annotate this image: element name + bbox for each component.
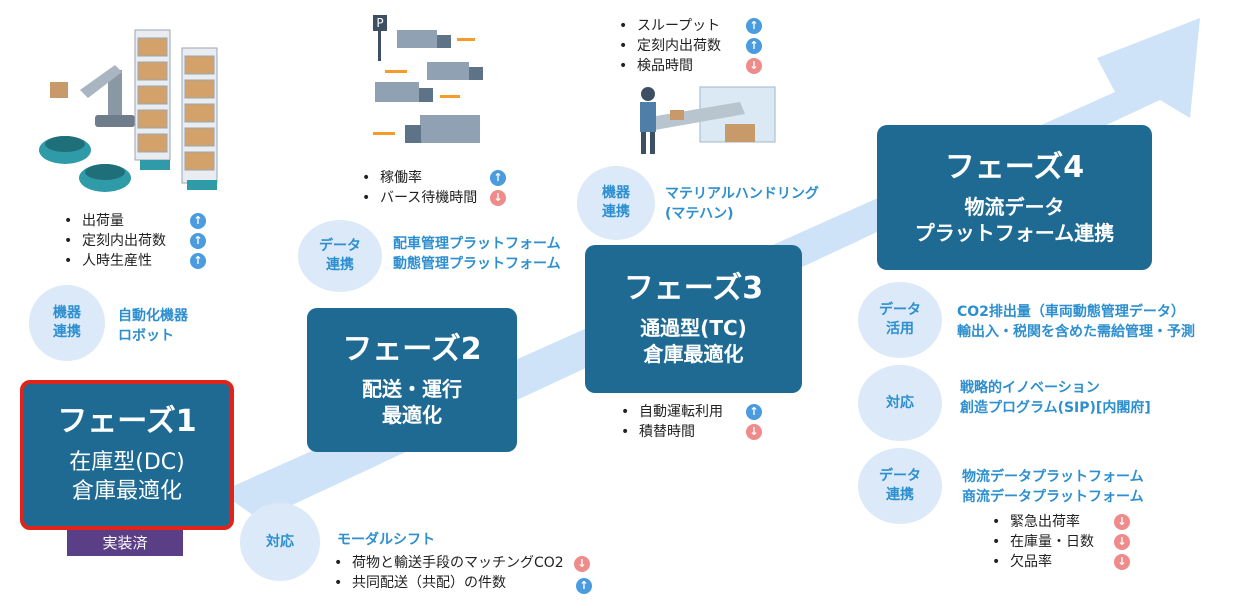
modal-shift-label: モーダルシフト bbox=[337, 532, 435, 548]
material-handling-label: マテリアルハンドリング (マテハン) bbox=[665, 186, 819, 222]
up-arrow-icon: ↑ bbox=[746, 38, 762, 54]
phase-2-title: フェーズ2 bbox=[342, 332, 482, 367]
up-arrow-icon: ↑ bbox=[190, 213, 206, 229]
metric-item: 緊急出荷率 bbox=[988, 512, 1094, 532]
up-arrow-icon: ↑ bbox=[490, 170, 506, 186]
automation-robot-label: 自動化機器 ロボット bbox=[118, 308, 188, 344]
metric-item: 人時生産性 bbox=[60, 251, 166, 271]
phase-2-metrics: 稼働率 バース待機時間 bbox=[358, 168, 477, 208]
metric-item: 欠品率 bbox=[988, 552, 1094, 572]
truck-dispatch-illustration: P bbox=[373, 15, 483, 143]
up-arrow-icon: ↑ bbox=[576, 578, 592, 594]
phase-3-bottom-metrics: 自動運転利用 積替時間 bbox=[617, 402, 723, 442]
phase-2-subtitle: 配送・運行 最適化 bbox=[362, 377, 462, 427]
phase-1-box: フェーズ1 在庫型(DC) 倉庫最適化 bbox=[20, 380, 234, 530]
metric-item: 定刻内出荷数 bbox=[615, 36, 721, 56]
metric-item: 稼働率 bbox=[358, 168, 477, 188]
phase-2-box: フェーズ2 配送・運行 最適化 bbox=[307, 308, 517, 452]
metric-item: 共同配送（共配）の件数 bbox=[330, 573, 564, 593]
phase-4-box: フェーズ4 物流データ プラットフォーム連携 bbox=[877, 125, 1152, 270]
response-circle: 対応 bbox=[858, 365, 942, 441]
data-platform-label: 物流データプラットフォーム 商流データプラットフォーム bbox=[962, 469, 1144, 505]
metric-item: 積替時間 bbox=[617, 422, 723, 442]
up-arrow-icon: ↑ bbox=[746, 404, 762, 420]
up-arrow-icon: ↑ bbox=[190, 253, 206, 269]
down-arrow-icon: ↓ bbox=[1114, 534, 1130, 550]
down-arrow-icon: ↓ bbox=[574, 556, 590, 572]
response-circle: 対応 bbox=[240, 503, 320, 581]
phase-1-metrics: 出荷量 定刻内出荷数 人時生産性 bbox=[60, 211, 166, 271]
phase-4-subtitle: 物流データ プラットフォーム連携 bbox=[914, 194, 1115, 245]
metric-item: 自動運転利用 bbox=[617, 402, 723, 422]
data-link-circle: データ 連携 bbox=[858, 448, 942, 524]
implemented-badge: 実装済 bbox=[67, 530, 183, 556]
phase-1-title: フェーズ1 bbox=[57, 404, 197, 439]
metric-item: 在庫量・日数 bbox=[988, 532, 1094, 552]
down-arrow-icon: ↓ bbox=[1114, 554, 1130, 570]
metric-item: 荷物と輸送手段のマッチングCO2 bbox=[330, 553, 564, 573]
phase-4-metrics: 緊急出荷率 在庫量・日数 欠品率 bbox=[988, 512, 1094, 572]
metric-item: 定刻内出荷数 bbox=[60, 231, 166, 251]
conveyor-illustration bbox=[640, 86, 776, 154]
metric-item: 検品時間 bbox=[615, 56, 721, 76]
down-arrow-icon: ↓ bbox=[490, 190, 506, 206]
data-utilization-circle: データ 活用 bbox=[858, 282, 942, 358]
down-arrow-icon: ↓ bbox=[1114, 514, 1130, 530]
equipment-link-circle: 機器 連携 bbox=[577, 166, 655, 240]
phase-3-subtitle: 通過型(TC) 倉庫最適化 bbox=[640, 316, 747, 366]
modal-shift-metrics: 荷物と輸送手段のマッチングCO2 共同配送（共配）の件数 bbox=[330, 553, 564, 593]
dispatch-platform-label: 配車管理プラットフォーム 動態管理プラットフォーム bbox=[393, 236, 561, 272]
phase-3-top-metrics: スループット 定刻内出荷数 検品時間 bbox=[615, 16, 721, 76]
phase-3-title: フェーズ3 bbox=[623, 271, 764, 306]
data-link-circle: データ 連携 bbox=[298, 220, 382, 292]
metric-item: スループット bbox=[615, 16, 721, 36]
sip-program-label: 戦略的イノベーション 創造プログラム(SIP)[内閣府] bbox=[960, 380, 1151, 416]
metric-item: バース待機時間 bbox=[358, 188, 477, 208]
phase-1-subtitle: 在庫型(DC) 倉庫最適化 bbox=[69, 450, 185, 504]
up-arrow-icon: ↑ bbox=[190, 233, 206, 249]
co2-emission-label: CO2排出量（車両動態管理データ） 輸出入・税関を含めた需給管理・予測 bbox=[957, 304, 1195, 340]
down-arrow-icon: ↓ bbox=[746, 424, 762, 440]
down-arrow-icon: ↓ bbox=[746, 58, 762, 74]
parking-sign: P bbox=[376, 16, 383, 30]
phase-4-title: フェーズ4 bbox=[944, 149, 1085, 185]
up-arrow-icon: ↑ bbox=[746, 18, 762, 34]
metric-item: 出荷量 bbox=[60, 211, 166, 231]
phase-3-box: フェーズ3 通過型(TC) 倉庫最適化 bbox=[585, 245, 802, 393]
warehouse-robot-illustration bbox=[39, 29, 218, 192]
equipment-link-circle: 機器 連携 bbox=[29, 285, 105, 361]
